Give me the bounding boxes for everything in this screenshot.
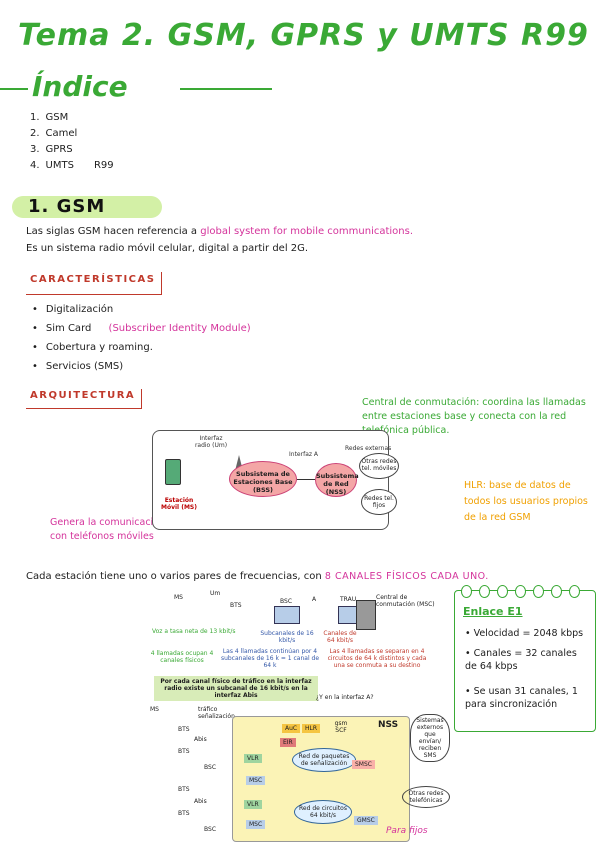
nss-label: NSS <box>378 720 399 730</box>
gsm-channel-diagram: MS Um BTS BSC A TRAU Central de conmutac… <box>134 590 450 842</box>
sms-external-cloud: Sistemas externos que envían/ reciben SM… <box>410 714 450 762</box>
list-item: Sim Card (Subscriber Identity Module) <box>32 319 251 338</box>
trau-label: TRAU <box>340 596 357 603</box>
gsmscf-node: gsm SCF <box>334 720 348 734</box>
list-item: Servicios (SMS) <box>32 357 251 376</box>
signal-legend: señalización <box>198 713 235 720</box>
rate-label: Voz a tasa neta de 13 kbit/s <box>152 628 236 635</box>
list-item: Cobertura y roaming. <box>32 338 251 357</box>
index-right-rule <box>180 88 272 90</box>
section-heading-gsm: 1. GSM <box>12 196 162 218</box>
trau-box <box>338 606 358 624</box>
ms2-label: MS <box>150 706 159 713</box>
list-item: Digitalización <box>32 300 251 319</box>
nss-node: Subsistema de Red (NSS) <box>315 463 359 497</box>
index-title: Índice <box>32 70 128 103</box>
circuit-network: Red de circuitos 64 kbit/s <box>294 800 352 824</box>
note-msc: Central de conmutación: coordina las lla… <box>362 397 586 436</box>
toc-item[interactable]: 2.Camel <box>30 128 78 139</box>
subchannel-label: Subcanales de 16 kbit/s <box>260 630 314 644</box>
index-heading: Índice <box>0 70 290 110</box>
gsm-intro: Las siglas GSM hacen referencia a global… <box>26 226 414 254</box>
msc-node-2: MSC <box>246 820 266 829</box>
page-title: Tema 2. GSM, GPRS y UMTS R99 <box>18 18 589 53</box>
stations-text: Cada estación tiene uno o varios pares d… <box>26 571 489 582</box>
index-left-rule <box>0 88 28 90</box>
phone-icon <box>165 459 181 485</box>
list-item: • Se usan 31 canales, 1 para sincronizac… <box>465 686 578 710</box>
e1-card-title: Enlace E1 <box>463 605 523 618</box>
a-label: A <box>312 596 317 603</box>
vlr-node: VLR <box>244 754 262 763</box>
bts-1: BTS <box>178 726 190 733</box>
toc-item[interactable]: 3.GPRS <box>30 144 73 155</box>
hlr-node: HLR <box>302 724 321 733</box>
radio-label: Interfaz radio (Um) <box>194 435 228 449</box>
ms-label: MS <box>174 594 183 601</box>
architecture-diagram: Interfaz radio (Um) Interfaz A A Redes e… <box>152 430 399 530</box>
signal-network: Red de paquetes de señalización <box>292 748 356 772</box>
msc-node: MSC <box>246 776 266 785</box>
fixed-networks-cloud: Redes tel. fijos <box>361 489 397 515</box>
features-list: Digitalización Sim Card (Subscriber Iden… <box>32 300 251 376</box>
fixed-note: Para fijos <box>386 826 428 836</box>
features-heading: CARACTERÍSTICAS <box>26 272 163 295</box>
calls-radio: 4 llamadas ocupan 4 canales físicos <box>150 650 214 664</box>
list-item: • Canales = 32 canales de 64 kbps <box>465 648 577 672</box>
bsc-box <box>274 606 300 624</box>
bsc-label: BSC <box>280 598 293 605</box>
abis-2: Abis <box>194 798 207 805</box>
abis-note-box: Por cada canal físico de tráfico en la i… <box>154 676 318 701</box>
bts-2: BTS <box>178 748 190 755</box>
e1-card: Enlace E1 • Velocidad = 2048 kbps • Cana… <box>454 585 596 732</box>
calls-a: Las 4 llamadas se separan en 4 circuitos… <box>327 648 427 669</box>
msc-label: Central de conmutación (MSC) <box>376 594 435 608</box>
bsc-2: BSC <box>204 826 217 833</box>
bts-label: BTS <box>230 602 242 609</box>
link-line <box>297 479 315 480</box>
um-label: Um <box>210 590 221 597</box>
smsc-node: SMSC <box>352 760 375 769</box>
calls-abis: Las 4 llamadas continúan por 4 subcanale… <box>220 648 320 669</box>
other-networks-cloud: Otras redes telefónicas <box>402 786 450 808</box>
interface-a-label: Interfaz A <box>289 451 319 458</box>
gmsc-node: GMSC <box>354 816 378 825</box>
auc-node: AuC <box>282 724 301 733</box>
bts-3: BTS <box>178 786 190 793</box>
eir-node: EIR <box>280 738 296 747</box>
list-item: • Velocidad = 2048 kbps <box>465 628 584 639</box>
abis-1: Abis <box>194 736 207 743</box>
msc-box <box>356 600 376 630</box>
note-hlr: HLR: base de datos de todos los usuarios… <box>464 480 588 523</box>
traffic-legend: tráfico <box>198 706 218 713</box>
bsc-1: BSC <box>204 764 217 771</box>
note-bss: Genera la comunicación con teléfonos móv… <box>50 517 166 542</box>
architecture-heading: ARQUITECTURA <box>26 389 143 409</box>
ms-label: Estación Móvil (MS) <box>161 497 197 511</box>
external-label: Redes externas <box>345 445 392 452</box>
bss-node: Subsistema de Estaciones Base (BSS) <box>229 461 297 497</box>
question-label: ¿Y en la interfaz A? <box>316 694 374 701</box>
bts-4: BTS <box>178 810 190 817</box>
channel-label: Canales de 64 kbit/s <box>323 630 357 644</box>
mobile-networks-cloud: Otras redes tel. móviles <box>359 453 399 479</box>
toc-item[interactable]: 1.GSM <box>30 112 69 123</box>
vlr-node-2: VLR <box>244 800 262 809</box>
